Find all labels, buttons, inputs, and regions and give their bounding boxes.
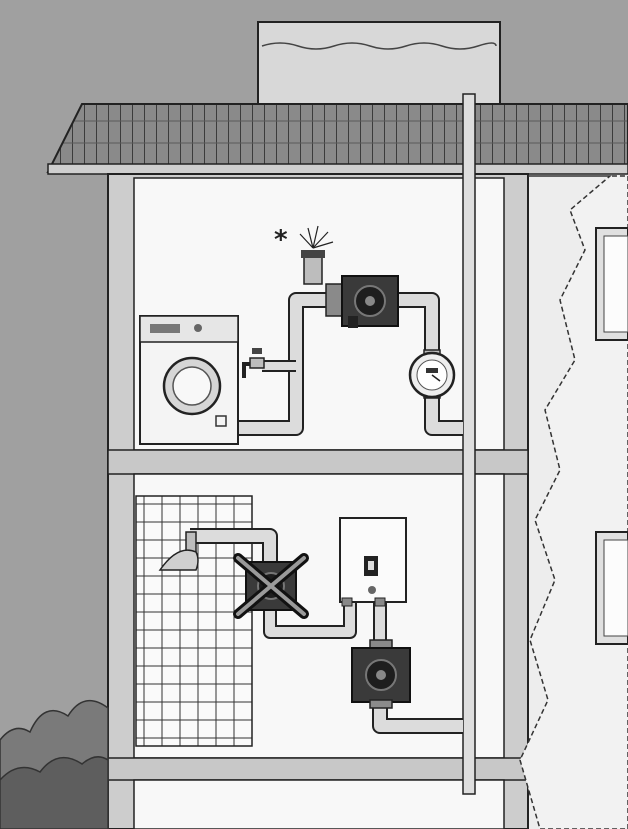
neighbour-window-lower xyxy=(596,532,628,644)
washing-machine-icon xyxy=(140,316,238,444)
water-heater-icon xyxy=(340,518,406,606)
main-riser-pipe xyxy=(463,94,475,794)
neighbour-window-upper xyxy=(596,228,628,340)
roof xyxy=(48,104,628,174)
circulation-pump-icon xyxy=(352,640,410,708)
chimney xyxy=(258,22,500,104)
crossed-out-pump-icon xyxy=(238,558,304,614)
annotation-asterisk: * xyxy=(274,225,288,255)
